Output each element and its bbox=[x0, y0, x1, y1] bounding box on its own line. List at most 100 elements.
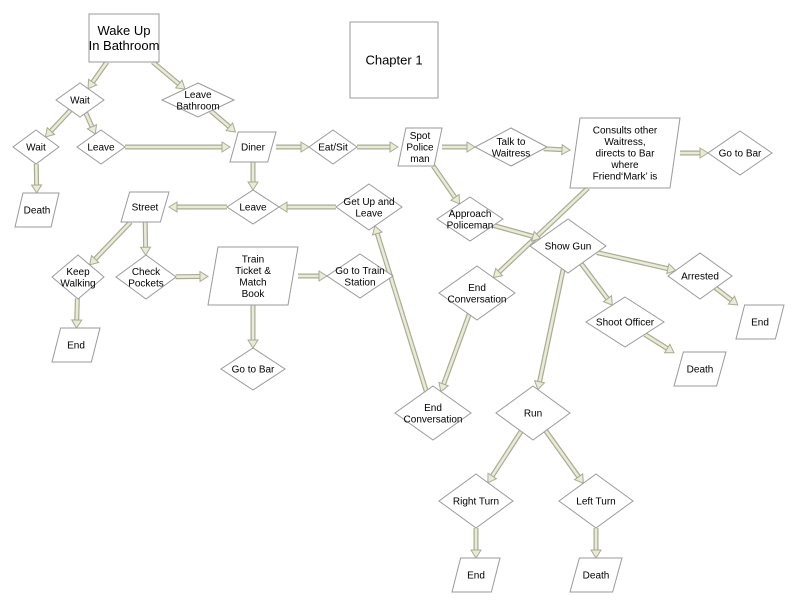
decision-diamond-shape bbox=[438, 265, 516, 321]
arrowhead-icon bbox=[466, 141, 476, 153]
decision-diamond-shape bbox=[585, 296, 665, 348]
edge-line-fill bbox=[714, 286, 734, 302]
parallelogram-shape bbox=[207, 246, 299, 306]
node-label-line: Leave bbox=[355, 208, 383, 219]
node-label-line: Left Turn bbox=[576, 497, 615, 508]
decision-diamond-shape bbox=[473, 127, 549, 167]
node-end2: End bbox=[51, 327, 101, 363]
node-label-line: Pockets bbox=[128, 278, 164, 289]
arrowhead-icon bbox=[174, 79, 186, 90]
edge-line-fill bbox=[538, 269, 565, 383]
decision-diamond-shape bbox=[160, 82, 236, 118]
edge-line-fill bbox=[84, 112, 94, 129]
arrowhead-icon bbox=[88, 254, 100, 266]
node-label-line: Leave bbox=[87, 143, 115, 154]
node-label-line: Check bbox=[132, 267, 161, 278]
node-death2: Death bbox=[673, 351, 727, 387]
node-label-line: Arrested bbox=[681, 272, 719, 283]
edge-line-fill bbox=[91, 61, 109, 84]
edge-wait1-to-leave1 bbox=[83, 111, 98, 135]
node-death1: Death bbox=[14, 192, 60, 228]
node-label-line: Eat/Sit bbox=[318, 143, 348, 154]
arrowhead-icon bbox=[318, 270, 328, 282]
node-label-line: Keep bbox=[66, 267, 90, 278]
node-label-line: In Bathroom bbox=[89, 38, 160, 53]
edge-line-fill bbox=[544, 429, 581, 479]
node-label-line: Death bbox=[583, 571, 610, 582]
node-chapter: Chapter 1 bbox=[349, 21, 439, 99]
decision-diamond-shape bbox=[529, 218, 607, 274]
arrowhead-icon bbox=[389, 141, 399, 153]
parallelogram-shape bbox=[120, 191, 170, 223]
node-label-line: Spot bbox=[410, 131, 431, 142]
node-label-line: Go to Bar bbox=[232, 365, 275, 376]
arrowhead-icon bbox=[371, 225, 384, 236]
arrowhead-icon bbox=[221, 141, 231, 153]
edge-line-fill bbox=[490, 430, 523, 478]
node-label-line: Death bbox=[687, 365, 714, 376]
node-show-gun: Show Gun bbox=[529, 218, 607, 274]
node-label-line: Walking bbox=[60, 278, 95, 289]
arrowhead-icon bbox=[139, 246, 152, 257]
edge-line-fill bbox=[543, 147, 564, 152]
edge-wait1-to-wait2 bbox=[44, 108, 73, 138]
node-wait1: Wait bbox=[55, 82, 105, 118]
edge-leave1-to-diner bbox=[125, 141, 231, 153]
node-arrested: Arrested bbox=[667, 252, 733, 300]
process-box-shape bbox=[88, 13, 160, 63]
arrowhead-icon bbox=[663, 343, 675, 354]
node-death3: Death bbox=[569, 557, 623, 593]
edge-line-fill bbox=[644, 333, 669, 351]
arrowhead-icon bbox=[449, 193, 461, 205]
edge-train_ticket-to-go_bar2 bbox=[247, 305, 259, 349]
node-label-line: Match bbox=[239, 277, 266, 288]
edge-show_gun-to-run bbox=[533, 268, 566, 391]
node-label-line: Leave bbox=[184, 90, 212, 101]
edge-line-fill bbox=[432, 165, 457, 199]
parallelogram-shape bbox=[735, 304, 785, 340]
node-label-line: End bbox=[424, 403, 442, 414]
edge-wake_up-to-leave_bathroom bbox=[151, 60, 186, 90]
decision-diamond-shape bbox=[394, 385, 472, 441]
parallelogram-shape bbox=[397, 127, 443, 167]
arrowhead-icon bbox=[86, 123, 98, 135]
edge-line-fill bbox=[209, 109, 231, 129]
edge-right_turn-to-end3 bbox=[470, 528, 482, 559]
edge-line-fill bbox=[375, 232, 428, 392]
node-label-line: End bbox=[467, 571, 485, 582]
decision-diamond-shape bbox=[436, 196, 504, 242]
process-box-shape bbox=[349, 21, 439, 99]
decision-diamond-shape bbox=[51, 254, 105, 300]
arrowhead-icon bbox=[300, 141, 310, 153]
edge-end_conv1-to-end_conv2 bbox=[438, 313, 472, 393]
node-label-line: End bbox=[751, 318, 769, 329]
arrowhead-icon bbox=[278, 201, 288, 213]
edge-eat_sit-to-spot_policeman bbox=[357, 141, 399, 153]
decision-diamond-shape bbox=[308, 129, 358, 165]
node-label-line: Conversation bbox=[404, 414, 463, 425]
edge-left_turn-to-death3 bbox=[590, 528, 602, 559]
node-right-turn: Right Turn bbox=[438, 473, 514, 529]
node-end3: End bbox=[451, 557, 501, 593]
edge-run-to-left_turn bbox=[543, 429, 584, 485]
node-label-line: Consults other bbox=[593, 126, 658, 137]
node-shoot-officer: Shoot Officer bbox=[585, 296, 665, 348]
edge-leave_bathroom-to-diner bbox=[209, 109, 237, 133]
node-leave1: Leave bbox=[76, 129, 126, 165]
arrowhead-icon bbox=[438, 381, 450, 393]
arrowhead-icon bbox=[247, 339, 259, 349]
node-label-line: man bbox=[410, 154, 429, 165]
node-label-line: Leave bbox=[239, 203, 267, 214]
arrowhead-icon bbox=[470, 549, 482, 559]
node-label-line: Talk to bbox=[497, 137, 526, 148]
node-label-line: where bbox=[610, 160, 639, 171]
edge-shoot_officer-to-death2 bbox=[643, 332, 675, 354]
edge-street-to-check_pockets bbox=[139, 221, 152, 257]
node-label-line: Chapter 1 bbox=[365, 53, 422, 68]
